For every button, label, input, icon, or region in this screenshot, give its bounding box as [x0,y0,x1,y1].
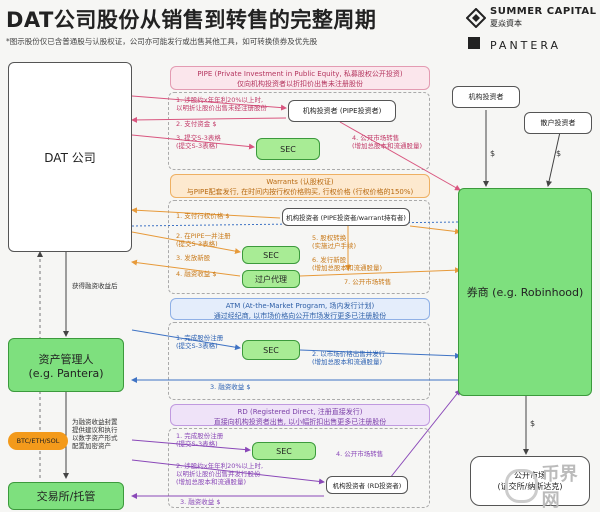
rd-step-4: 4. 公开市场转售 [336,450,384,458]
warrants-region [168,200,430,294]
rd-band: RD (Registered Direct, 注册直接发行) 直接向机构投资者出… [170,404,430,426]
pipe-step-1: 1. 涉股约x年年利20%以上时, 以明折让股价出售未经注册股份 [176,96,267,112]
asset-manager-node: 资产管理人 (e.g. Pantera) [8,338,124,392]
brand-name: SUMMER CAPITAL [490,6,597,17]
pipe-sec-node: SEC [256,138,320,160]
broker-node: 券商 (e.g. Robinhood) [458,188,592,396]
transfer-agent-node: 过户代理 [242,270,300,288]
atm-step-1: 1. 完成股份注册 (提交S-3表格) [176,334,224,350]
rd-investor-node: 机构投资者 (RD投资者) [326,476,408,494]
rd-region [168,428,430,508]
market-dollar-label: $ [530,419,536,428]
warrants-step-4: 4. 融资收益 $ [176,270,217,278]
warrants-band: Warrants (认股权证) 与PIPE配套发行, 在时间内按行权价格购买, … [170,174,430,198]
watermark-text: 币界网 [541,464,578,511]
summer-capital-logo-icon [466,8,486,28]
brand-cn: 夏焱資本 [490,19,522,28]
atm-region [168,322,430,400]
page-title: DAT公司股份从销售到转售的完整周期 [6,8,377,32]
warrants-step-1: 1. 支付行权价格 $ [176,212,230,220]
pipe-investor-node: 机构投资者 (PIPE投资者) [288,100,396,122]
pipe-step-3: 3. 提交S-3表格 (提交S-3表格) [176,134,221,150]
crypto-allocation-label: 为融资收益封置 提供建议和执行 以数字资产形式 配置加密资产 [72,418,118,450]
atm-band: ATM (At-the-Market Program, 场内发行计划) 通过经纪… [170,298,430,320]
atm-step-3: 3. 融资收益 $ [210,383,251,391]
rd-step-1: 1. 完成股份注册 (提交S-3表格) [176,432,224,448]
warrants-step-2: 2. 在PIPE一并注册 (提交S-3表格) [176,232,231,248]
retail-dollar-label: $ [556,149,562,158]
pipe-band: PIPE (Private Investment in Public Equit… [170,66,430,90]
watermark-logo-icon [505,469,538,503]
retail-investor-node: 散户投资者 [524,112,592,134]
institutional-investor-node: 机构投资者 [452,86,520,108]
atm-sec-node: SEC [242,340,300,360]
warrants-step-6: 6. 发行新股 (增加总股本和流通股量) [312,256,383,272]
watermark: 币界网 [505,464,593,511]
pipe-region [168,92,430,170]
page-subtitle: *图示股份仅已含普通股与认股权证，公司亦可能发行或出售其他工具，如可转换债券及优… [6,37,318,46]
inst-dollar-label: $ [490,149,496,158]
pipe-step-4: 4. 公开市场转售 (增加总股本和流通股量) [352,134,423,150]
exchange-custody-node: 交易所/托管 [8,482,124,510]
rd-step-3: 3. 融资收益 $ [180,498,221,506]
pantera-logo-icon [468,37,480,49]
rd-sec-node: SEC [252,442,316,460]
pipe-step-2: 2. 支付资金 $ [176,120,217,128]
warrants-step-5: 5. 股权转换 (实施过户手续) [312,234,357,250]
dat-company-node: DAT 公司 [8,62,132,252]
warrants-step-7: 7. 公开市场转售 [344,278,392,286]
warrants-sec-node: SEC [242,246,300,264]
warrants-step-3: 3. 发放新股 [176,254,211,262]
btc-eth-sol-badge: BTC/ETH/SOL [8,432,68,450]
partner-name: PANTERA [490,39,562,52]
rd-step-2: 2. 涉股约x年年利20%以上时, 以明折让股价出售并发行股份 (增加总股本和流… [176,462,264,486]
manage-funds-label: 获得融资收益后 [72,282,118,290]
atm-step-2: 2. 以市场价格出售并发行 (增加总股本和流通股量) [312,350,386,366]
warrant-investor-node: 机构投资者 (PIPE投资者/warrant持有者) [282,208,410,226]
